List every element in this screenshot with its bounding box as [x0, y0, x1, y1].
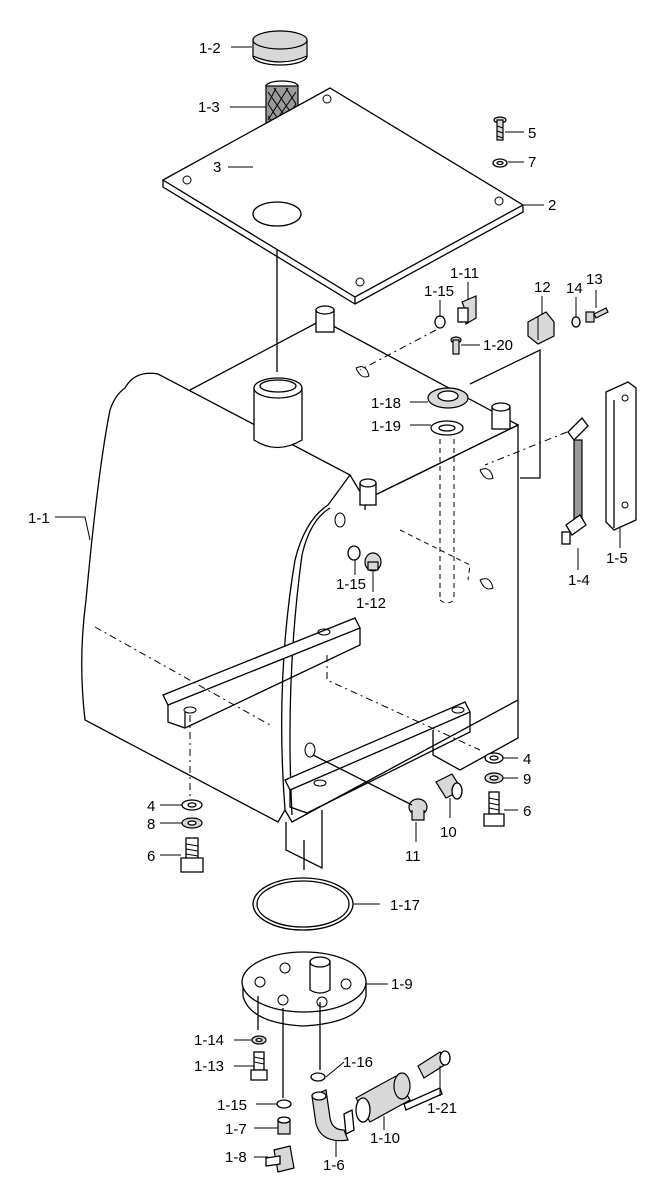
label-1-20: 1-20 [483, 337, 513, 354]
label-1-14: 1-14 [194, 1032, 224, 1049]
label-1-6: 1-6 [323, 1157, 345, 1174]
label-1-15-top: 1-15 [424, 283, 454, 300]
label-3: 3 [213, 159, 221, 176]
label-1-15-mid: 1-15 [336, 576, 366, 593]
o-ring-1-15-top [434, 315, 446, 329]
filler-cap [252, 30, 308, 66]
label-5: 5 [528, 125, 536, 142]
o-ring-1-17 [252, 877, 354, 931]
label-1-15-bottom: 1-15 [217, 1097, 247, 1114]
label-6-right: 6 [523, 803, 531, 820]
label-8: 8 [147, 816, 155, 833]
clamp-12 [527, 311, 555, 345]
label-1-8: 1-8 [225, 1149, 247, 1166]
fitting-1-7 [277, 1116, 291, 1135]
elbow-1-6 [311, 1089, 355, 1142]
elbow-fitting-1-11 [457, 295, 477, 326]
o-ring-1-16 [310, 1072, 326, 1082]
label-14: 14 [566, 280, 583, 297]
label-9: 9 [523, 771, 531, 788]
o-ring-1-15-mid [347, 545, 361, 561]
label-1-5: 1-5 [606, 550, 628, 567]
label-1-19: 1-19 [371, 418, 401, 435]
label-7: 7 [528, 154, 536, 171]
cock-1-8 [265, 1145, 295, 1173]
mounting-rail-upper [162, 617, 361, 729]
washer-4-right [484, 752, 504, 764]
label-1-4: 1-4 [568, 572, 590, 589]
valve-1-10 [355, 1072, 443, 1123]
gasket-1-19 [430, 420, 464, 436]
leader-lines [55, 46, 621, 1158]
label-1-10: 1-10 [370, 1130, 400, 1147]
label-1-13: 1-13 [194, 1058, 224, 1075]
fitting-10 [435, 773, 463, 800]
label-1-1: 1-1 [28, 510, 50, 527]
label-4-right: 4 [523, 751, 531, 768]
label-1-21: 1-21 [427, 1100, 457, 1117]
label-1-2: 1-2 [199, 40, 221, 57]
label-13: 13 [586, 271, 603, 288]
bolt-5 [493, 116, 507, 141]
fitting-1-21 [417, 1050, 451, 1079]
bolt-6-right [483, 791, 505, 827]
label-1-12: 1-12 [356, 595, 386, 612]
label-12: 12 [534, 279, 551, 296]
label-11: 11 [405, 848, 421, 865]
label-1-11: 1-11 [450, 265, 479, 282]
part-labels: 1-2 1-3 3 5 7 2 1-11 1-15 12 14 13 1-20 … [28, 40, 628, 1174]
label-1-7: 1-7 [225, 1121, 247, 1138]
suction-flange-1-9 [241, 951, 367, 1027]
label-2: 2 [548, 197, 556, 214]
label-1-16: 1-16 [343, 1054, 373, 1071]
washer-9 [484, 772, 504, 784]
washer-14 [571, 316, 581, 328]
label-1-9: 1-9 [391, 976, 413, 993]
label-6-left: 6 [147, 848, 155, 865]
label-4-left: 4 [147, 798, 155, 815]
label-1-17: 1-17 [390, 897, 420, 914]
label-10: 10 [440, 824, 457, 841]
label-1-18: 1-18 [371, 395, 401, 412]
bolt-13 [585, 307, 609, 323]
plug-1-12 [364, 552, 382, 572]
label-1-3: 1-3 [198, 99, 220, 116]
bolt-1-13 [250, 1051, 268, 1081]
level-gauge-1-4 [561, 417, 589, 545]
washer-4-left [181, 799, 203, 811]
gauge-guard-1-5 [605, 381, 637, 531]
mounting-rail-lower [284, 701, 471, 814]
washer-7 [492, 158, 508, 168]
bolt-1-20 [450, 336, 462, 355]
washer-1-14 [251, 1035, 267, 1045]
plug-11 [408, 798, 428, 821]
o-ring-1-15-bottom [276, 1099, 292, 1109]
washer-8 [181, 817, 203, 829]
bolt-6-left [180, 837, 204, 873]
sender-flange-1-18 [427, 387, 469, 409]
